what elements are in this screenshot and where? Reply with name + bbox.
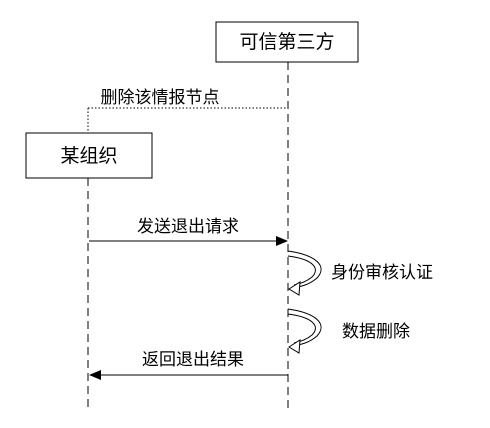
return-exit-result-label: 返回退出结果 [142, 350, 244, 370]
self-message-identity-arrow [287, 250, 322, 296]
participant-trusted-third-party-label: 可信第三方 [239, 31, 334, 53]
data-deletion-label: 数据删除 [342, 322, 410, 342]
send-exit-request-label: 发送退出请求 [137, 217, 239, 237]
participant-trusted-third-party: 可信第三方 [215, 21, 359, 63]
identity-verification-label: 身份审核认证 [331, 263, 433, 283]
participant-organization-label: 某组织 [60, 145, 117, 167]
delete-node-label: 删除该情报节点 [101, 88, 220, 108]
self-message-deletion-arrow [287, 308, 322, 354]
participant-organization: 某组织 [25, 132, 153, 179]
